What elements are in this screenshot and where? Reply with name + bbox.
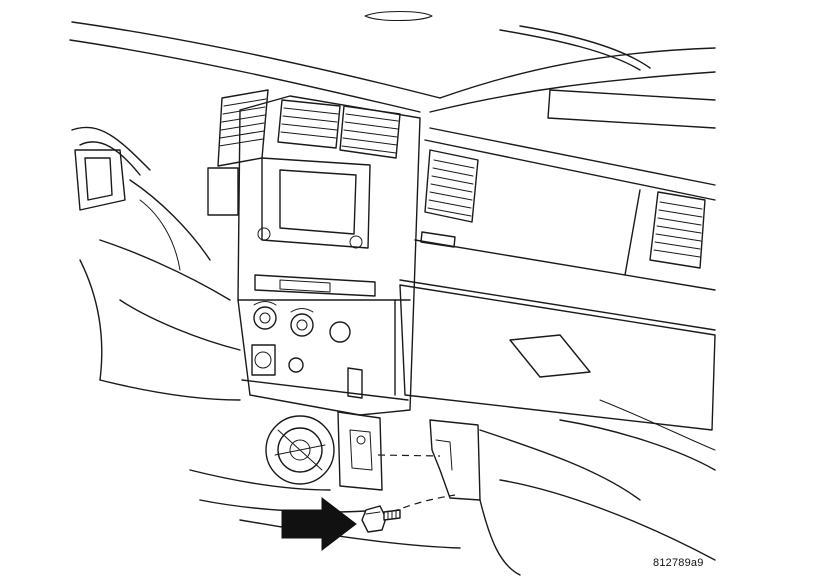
center-stack <box>237 95 421 416</box>
upper-dash-contours <box>69 11 716 129</box>
arrow-right-icon <box>281 496 357 552</box>
support-brackets <box>337 411 481 513</box>
bolt-icon <box>361 505 401 533</box>
right-side-vent <box>649 191 706 269</box>
glove-box <box>394 284 716 431</box>
left-dash <box>71 89 269 401</box>
floor-contours <box>239 399 716 576</box>
right-dash-panel <box>399 127 716 331</box>
figure-id-label: 812789a9 <box>653 557 704 569</box>
right-center-vent <box>420 149 479 248</box>
